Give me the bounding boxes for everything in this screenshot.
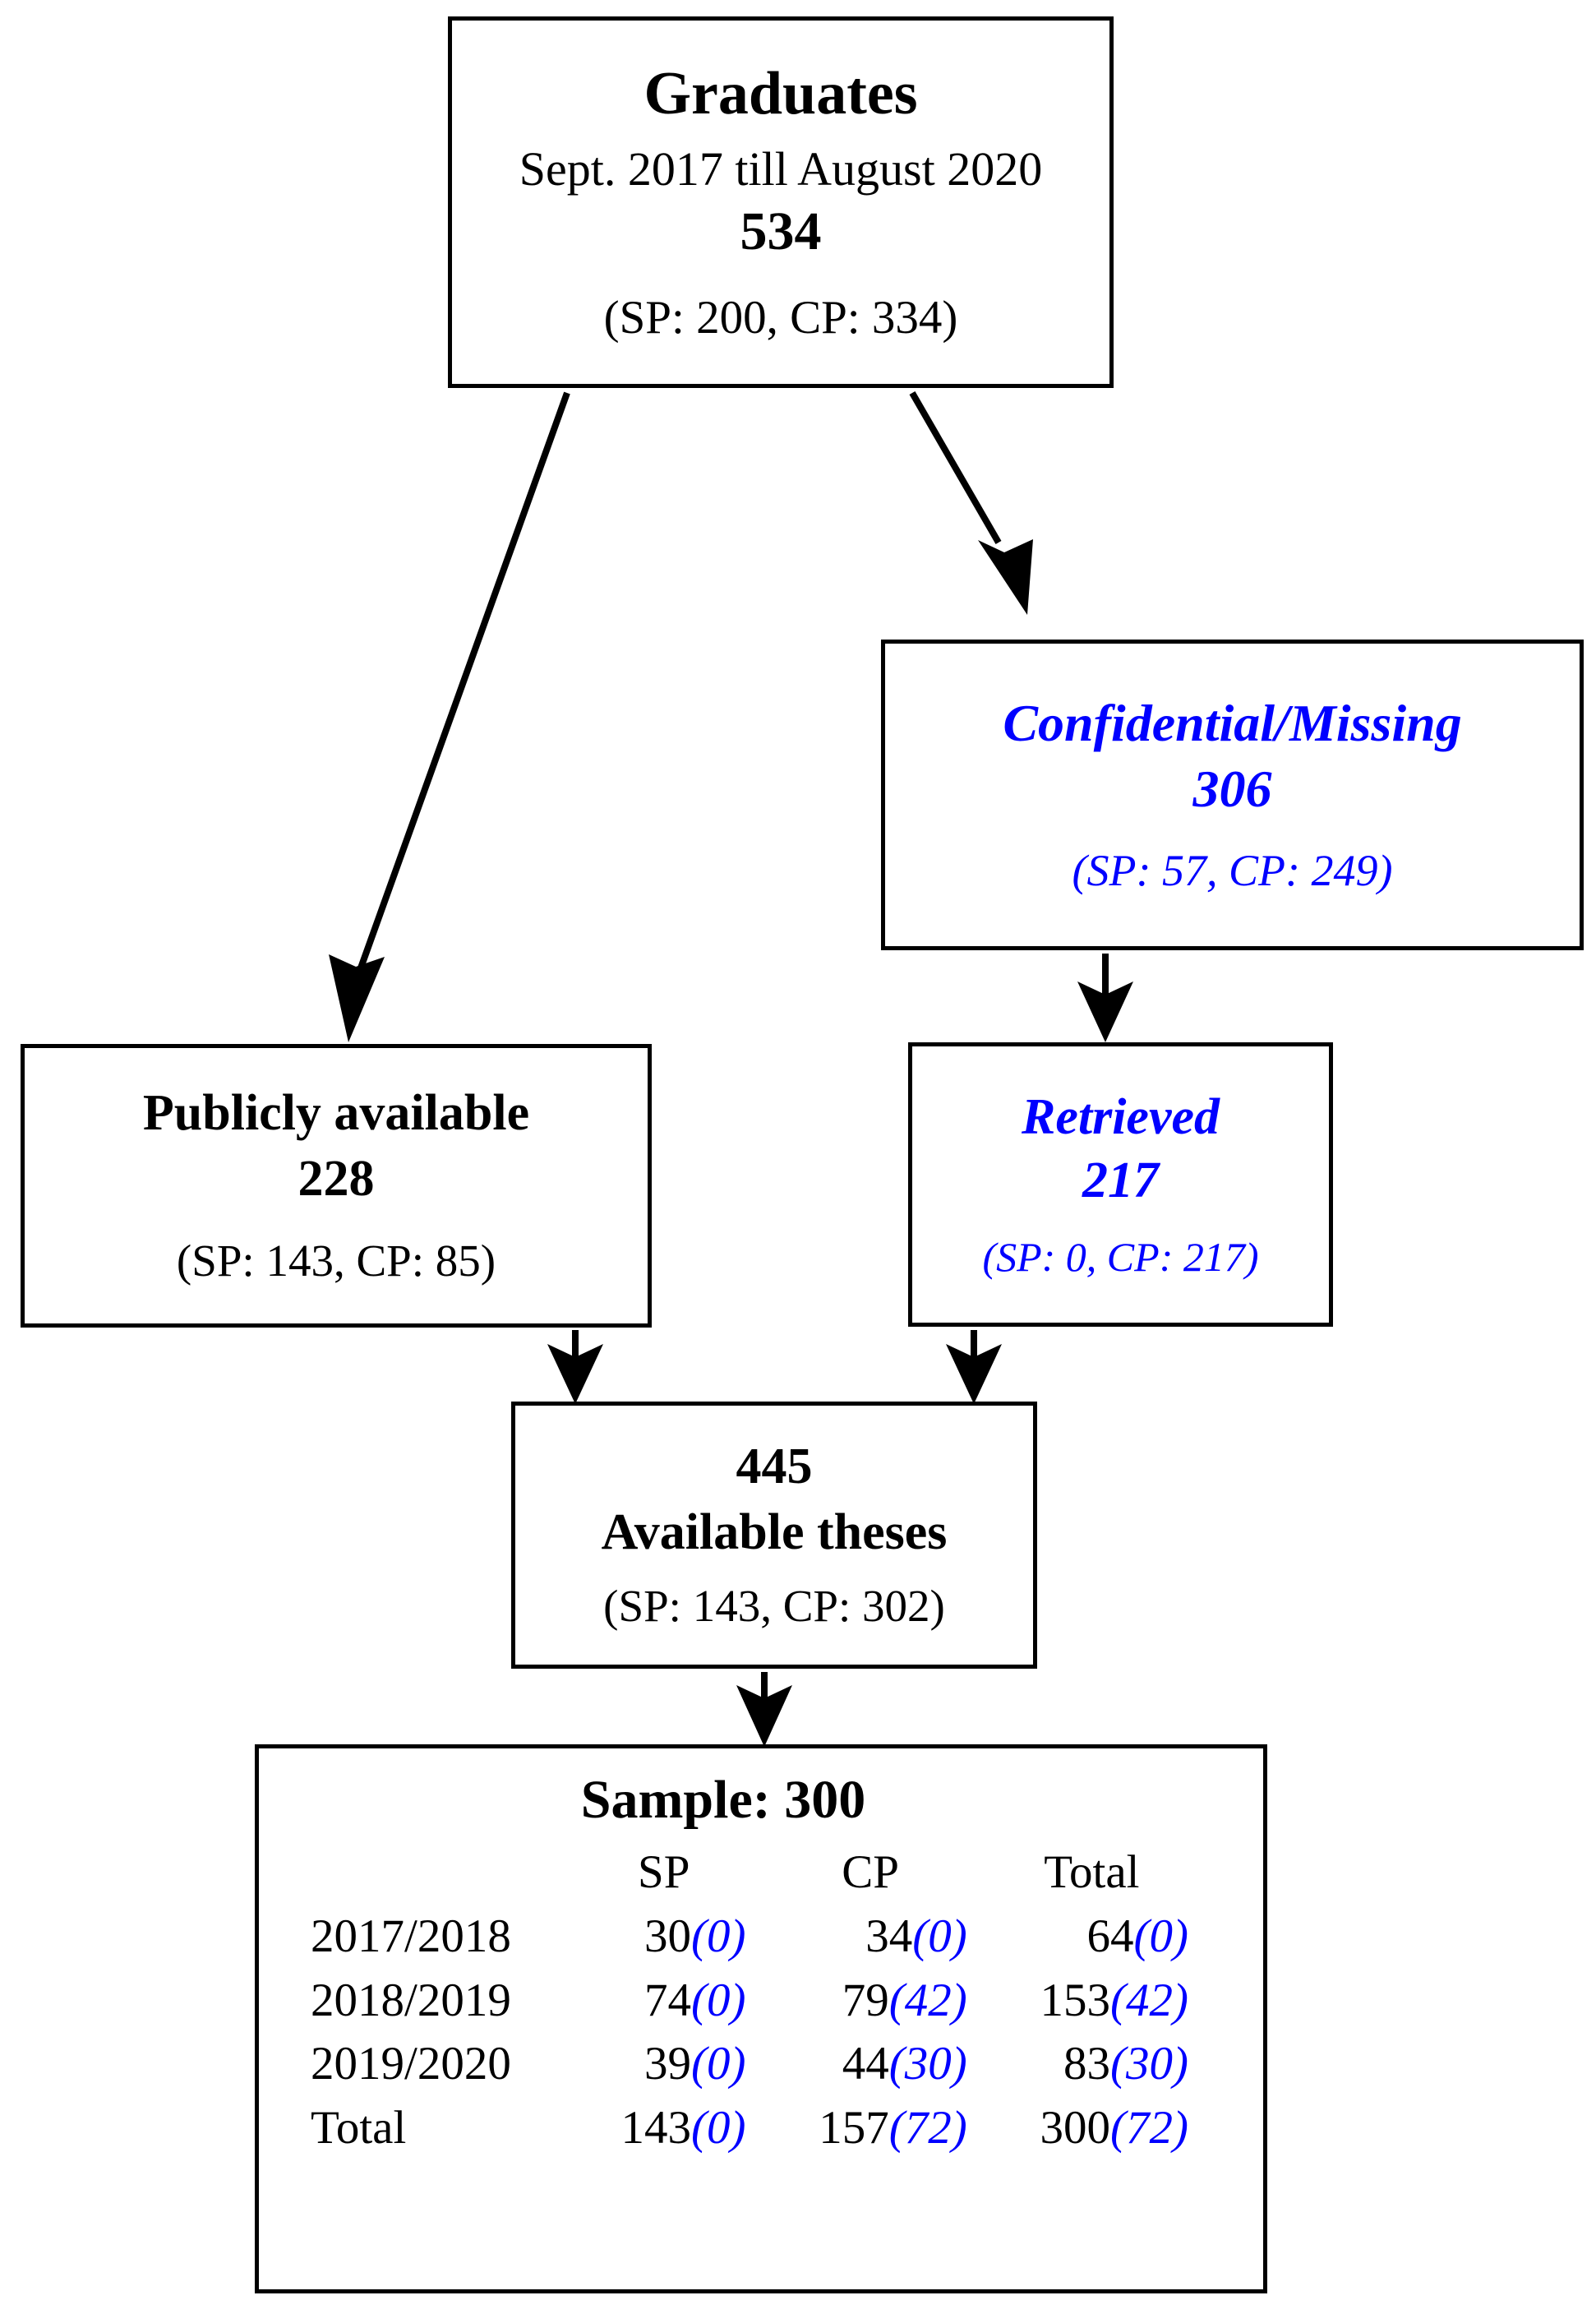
graduates-split: (SP: 200, CP: 334) xyxy=(603,291,958,344)
table-row: 2019/2020 39(0) 44(30) 83(30) xyxy=(306,2032,1216,2096)
edge-retrieved-to-available xyxy=(946,1330,1002,1404)
node-publicly-available: Publicly available 228 (SP: 143, CP: 85) xyxy=(21,1044,652,1328)
cell-total-main: 64 xyxy=(1086,1910,1134,1962)
row-label: Total xyxy=(311,2102,407,2155)
cell-total: 153(42) xyxy=(995,1969,1216,2033)
cell-cp: 44(30) xyxy=(773,2032,994,2096)
confidential-split: (SP: 57, CP: 249) xyxy=(1072,846,1393,896)
cell-sp-main: 143 xyxy=(620,2102,692,2155)
column-header-cp: CP xyxy=(842,1845,899,1898)
cell-total-paren: (42) xyxy=(1110,1974,1188,2026)
available-title: Available theses xyxy=(601,1503,948,1560)
graduates-period: Sept. 2017 till August 2020 xyxy=(519,142,1043,196)
row-label: 2018/2019 xyxy=(311,1974,511,2026)
cell-total: 300(72) xyxy=(995,2096,1216,2160)
cell-cp: 34(0) xyxy=(773,1905,994,1969)
row-label: 2017/2018 xyxy=(311,1910,511,1962)
cell-cp-main: 44 xyxy=(842,2038,889,2090)
edge-public-to-available xyxy=(547,1330,603,1404)
cell-cp-main: 34 xyxy=(865,1910,913,1962)
row-label: 2019/2020 xyxy=(311,2038,511,2090)
edge-graduates-to-public xyxy=(329,391,570,1042)
graduates-count: 534 xyxy=(740,201,822,262)
edge-graduates-to-confidential xyxy=(909,391,1033,615)
cell-cp-paren: (0) xyxy=(912,1910,967,1962)
edge-confidential-to-retrieved xyxy=(1077,954,1133,1042)
node-sample: Sample: 300 SP CP Total 2017/2018 30(0) … xyxy=(255,1744,1267,2293)
cell-cp: 157(72) xyxy=(773,2096,994,2160)
cell-cp-paren: (42) xyxy=(888,1974,967,2026)
cell-sp-paren: (0) xyxy=(691,1910,746,1962)
available-count: 445 xyxy=(736,1439,813,1495)
retrieved-split: (SP: 0, CP: 217) xyxy=(982,1234,1259,1281)
cell-total-paren: (72) xyxy=(1110,2102,1188,2155)
cell-cp-paren: (72) xyxy=(888,2102,967,2155)
cell-sp-paren: (0) xyxy=(691,1974,746,2026)
available-split: (SP: 143, CP: 302) xyxy=(603,1581,945,1632)
cell-total: 64(0) xyxy=(995,1905,1216,1969)
cell-sp-main: 74 xyxy=(644,1974,691,2026)
cell-sp-main: 30 xyxy=(644,1910,691,1962)
cell-total-main: 300 xyxy=(1040,2102,1111,2155)
cell-total-paren: (30) xyxy=(1110,2038,1188,2090)
node-confidential-missing: Confidential/Missing 306 (SP: 57, CP: 24… xyxy=(881,640,1584,950)
cell-total-main: 153 xyxy=(1040,1974,1111,2026)
table-header-row: SP CP Total xyxy=(306,1840,1216,1905)
cell-sp-paren: (0) xyxy=(691,2102,746,2155)
node-graduates: Graduates Sept. 2017 till August 2020 53… xyxy=(448,16,1114,388)
table-row: 2017/2018 30(0) 34(0) 64(0) xyxy=(306,1905,1216,1969)
cell-sp: 143(0) xyxy=(582,2096,773,2160)
table-row: Total 143(0) 157(72) 300(72) xyxy=(306,2096,1216,2160)
cell-cp-paren: (30) xyxy=(888,2038,967,2090)
retrieved-title: Retrieved xyxy=(1021,1088,1220,1145)
cell-cp-main: 157 xyxy=(819,2102,889,2155)
public-title: Publicly available xyxy=(142,1085,530,1142)
table-row: 2018/2019 74(0) 79(42) 153(42) xyxy=(306,1969,1216,2033)
cell-sp-paren: (0) xyxy=(691,2038,746,2090)
column-header-sp: SP xyxy=(638,1845,690,1898)
confidential-count: 306 xyxy=(1192,759,1272,818)
public-split: (SP: 143, CP: 85) xyxy=(176,1235,496,1286)
column-header-blank xyxy=(306,1840,582,1905)
sample-title: Sample: 300 xyxy=(580,1770,866,1830)
cell-total-paren: (0) xyxy=(1133,1910,1188,1962)
edge-available-to-sample xyxy=(736,1672,792,1747)
cell-total-main: 83 xyxy=(1063,2038,1111,2090)
graduates-title: Graduates xyxy=(643,60,918,128)
cell-sp: 39(0) xyxy=(582,2032,773,2096)
cell-sp: 74(0) xyxy=(582,1969,773,2033)
confidential-title: Confidential/Missing xyxy=(1003,694,1462,753)
sample-table: SP CP Total 2017/2018 30(0) 34(0) 64(0) … xyxy=(306,1840,1216,2160)
node-available-theses: 445 Available theses (SP: 143, CP: 302) xyxy=(511,1402,1037,1669)
cell-sp: 30(0) xyxy=(582,1905,773,1969)
retrieved-count: 217 xyxy=(1082,1152,1159,1208)
cell-total: 83(30) xyxy=(995,2032,1216,2096)
cell-cp-main: 79 xyxy=(842,1974,889,2026)
cell-sp-main: 39 xyxy=(644,2038,691,2090)
column-header-total: Total xyxy=(1044,1845,1140,1898)
public-count: 228 xyxy=(298,1150,375,1207)
node-retrieved: Retrieved 217 (SP: 0, CP: 217) xyxy=(908,1042,1333,1327)
cell-cp: 79(42) xyxy=(773,1969,994,2033)
